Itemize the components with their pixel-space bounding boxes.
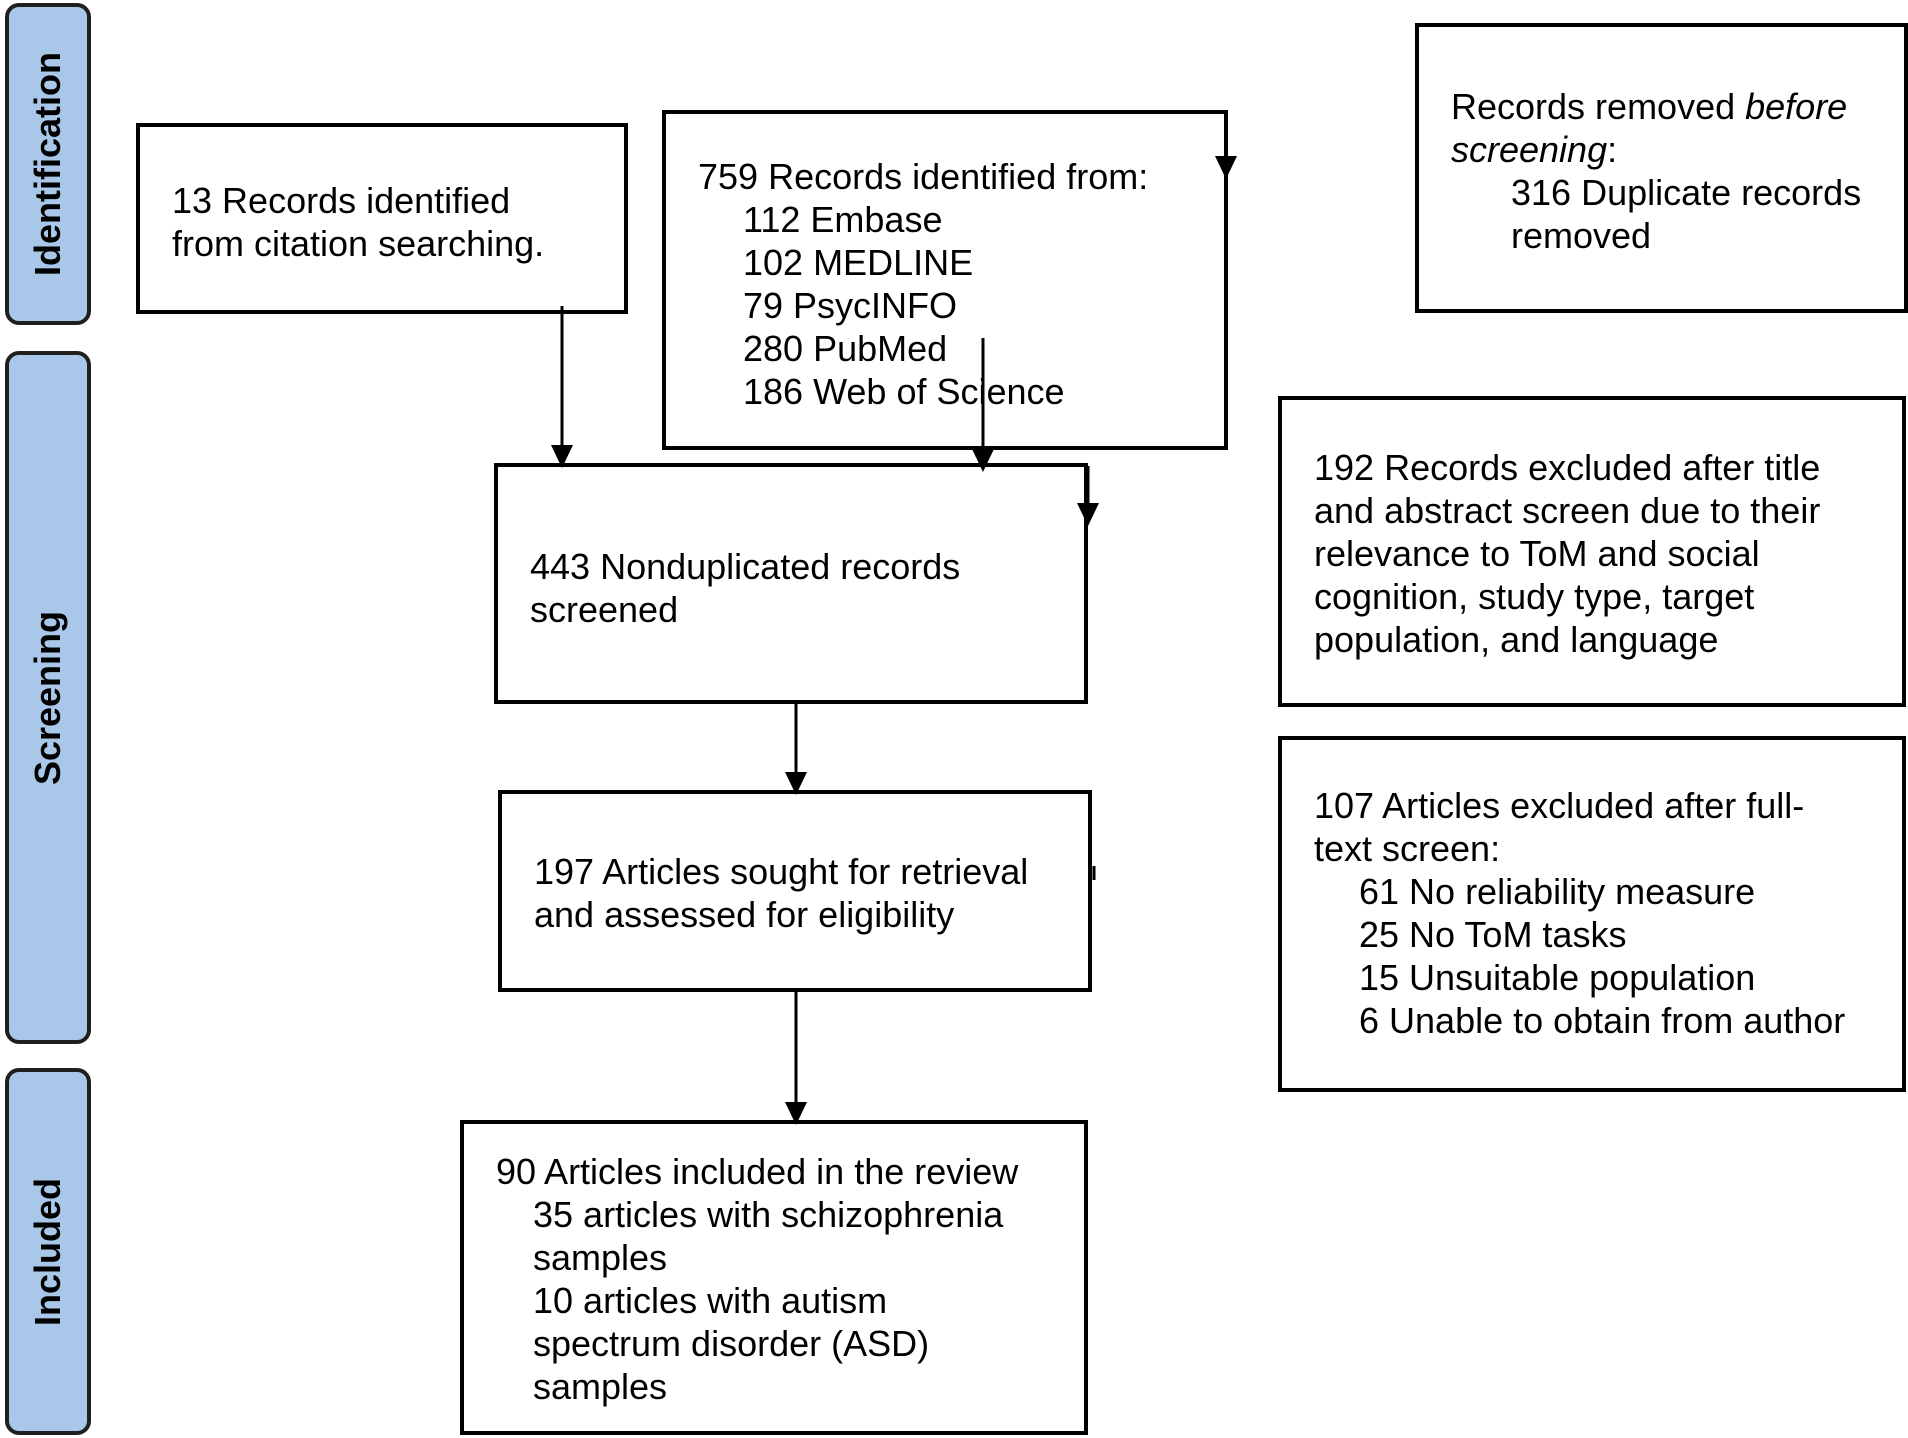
included-articles-box: 90 Articles included in the review 35 ar… [460, 1120, 1088, 1435]
excluded-title-line: cognition, study type, target [1314, 576, 1755, 617]
screened-line-1: 443 Nonduplicated records [530, 546, 961, 587]
included-line: 35 articles with schizophrenia [533, 1194, 1004, 1235]
phase-included: Included [5, 1068, 91, 1435]
database-item: 102 MEDLINE [743, 242, 974, 283]
fulltext-reason: 61 No reliability measure [1359, 871, 1756, 912]
excluded-title-line: and abstract screen due to their [1314, 490, 1821, 531]
arrowhead-databases [972, 449, 994, 472]
included-line: spectrum disorder (ASD) [533, 1323, 930, 1364]
excluded-title-abstract-box: 192 Records excluded after title and abs… [1278, 396, 1906, 707]
citation-line-1: 13 Records identified [172, 180, 511, 221]
phase-screening: Screening [5, 351, 91, 1044]
excluded-title-line: population, and language [1314, 619, 1719, 660]
removed-italic-before: before [1745, 86, 1848, 127]
included-header: 90 Articles included in the review [496, 1151, 1019, 1192]
phase-identification: Identification [5, 3, 91, 325]
removed-colon: : [1607, 129, 1618, 170]
screened-records-box: 443 Nonduplicated records screened [494, 463, 1088, 704]
excluded-fulltext-box: 107 Articles excluded after full- text s… [1278, 736, 1906, 1092]
sought-line-2: and assessed for eligibility [534, 894, 955, 935]
database-records-box: 759 Records identified from: 112 Embase … [662, 110, 1228, 450]
database-item: 280 PubMed [743, 328, 948, 369]
removed-line-2: screening: [1451, 128, 1861, 171]
removed-italic-screening: screening [1451, 129, 1608, 170]
sought-articles-box: 197 Articles sought for retrieval and as… [498, 790, 1092, 992]
sought-line-1: 197 Articles sought for retrieval [534, 851, 1029, 892]
arrowhead-removed [1215, 156, 1237, 179]
database-item: 79 PsycINFO [743, 285, 958, 326]
fulltext-reason: 25 No ToM tasks [1359, 914, 1627, 955]
fulltext-reason: 6 Unable to obtain from author [1359, 1000, 1846, 1041]
removed-line-3: 316 Duplicate records [1511, 172, 1862, 213]
database-item: 186 Web of Science [743, 371, 1065, 412]
citation-line-2: from citation searching. [172, 223, 545, 264]
arrowhead-citation [551, 445, 573, 468]
citation-records-box: 13 Records identified from citation sear… [136, 123, 628, 314]
arrowhead-sought [785, 772, 807, 795]
database-item: 112 Embase [743, 199, 943, 240]
fulltext-reason: 15 Unsuitable population [1359, 957, 1756, 998]
arrowhead-included [785, 1102, 807, 1125]
excluded-title-line: relevance to ToM and social [1314, 533, 1760, 574]
arrowhead-screened-excluded [1077, 503, 1099, 526]
records-removed-box: Records removed before screening: 316 Du… [1415, 23, 1908, 313]
screened-line-2: screened [530, 589, 679, 630]
fulltext-line-2: text screen: [1314, 828, 1501, 869]
included-line: 10 articles with autism [533, 1280, 888, 1321]
removed-prefix: Records removed [1451, 86, 1746, 127]
removed-line-1: Records removed before [1451, 85, 1861, 128]
excluded-title-line: 192 Records excluded after title [1314, 447, 1821, 488]
removed-line-4: removed [1511, 215, 1652, 256]
included-line: samples [533, 1237, 668, 1278]
fulltext-line-1: 107 Articles excluded after full- [1314, 785, 1805, 826]
included-line: samples [533, 1366, 668, 1407]
database-header: 759 Records identified from: [698, 156, 1149, 197]
